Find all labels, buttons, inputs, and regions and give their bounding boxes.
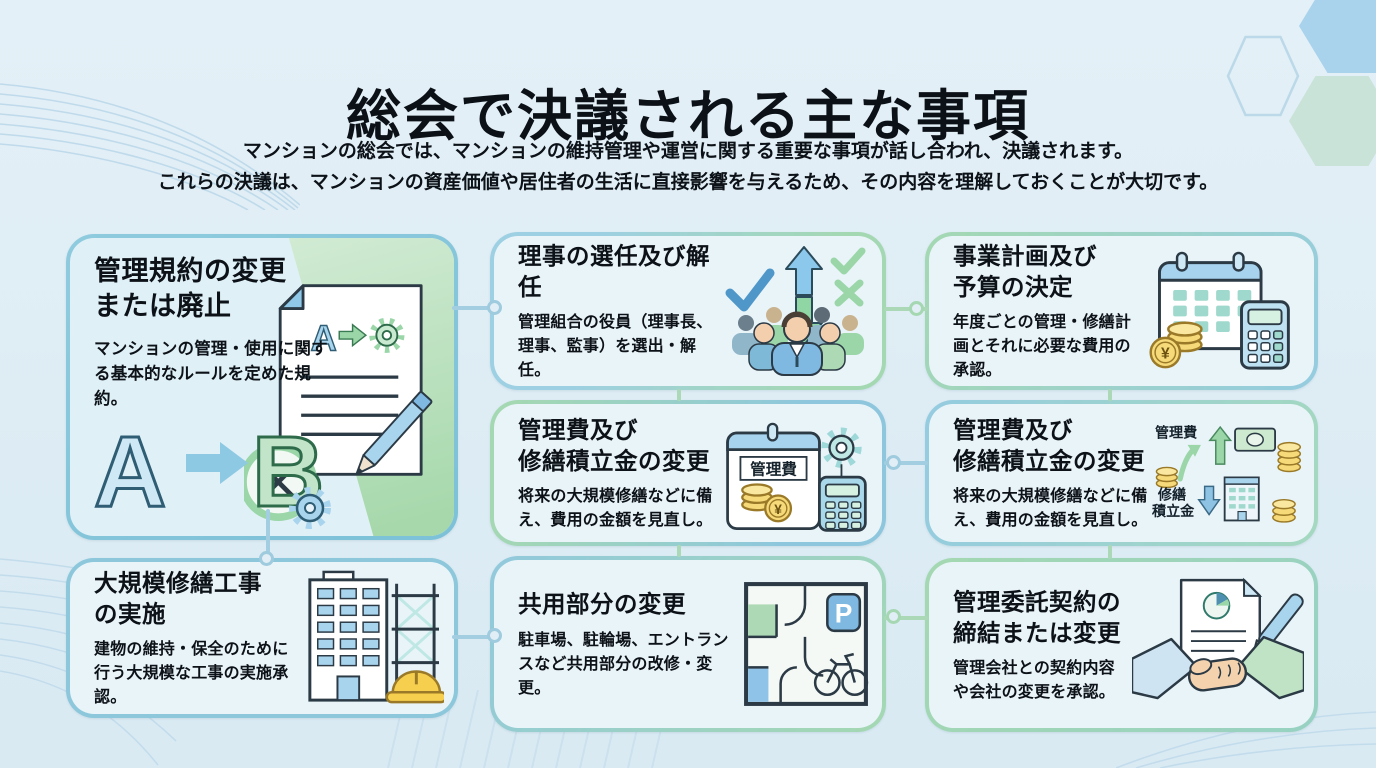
connector-card4-card5	[884, 461, 928, 465]
calendar-coins-calculator-icon: ¥	[1149, 251, 1290, 370]
card-title: 管理委託契約の 締結または変更	[953, 589, 1121, 646]
calculator-icon	[1240, 299, 1290, 370]
arrow-up-curve-icon	[1177, 446, 1197, 482]
connector-node	[487, 300, 502, 315]
connector-card1-card2	[452, 306, 494, 310]
connector-card3-card5	[1108, 389, 1112, 401]
card-body: 年度ごとの管理・修繕計画とそれに必要な費用の承認。	[953, 313, 1132, 379]
contract-document-icon	[1179, 577, 1263, 674]
card-title: 管理費及び 修繕積立金の変更	[953, 417, 1145, 474]
card-board-election: 理事の選任及び解任 管理組合の役員（理事長、理事、監事）を選出・解任。	[490, 232, 886, 390]
coins-icon: ¥	[1149, 321, 1203, 368]
floorplan-parking-bicycle-icon: P	[744, 582, 869, 706]
calendar-icon	[1158, 251, 1263, 350]
connector-card6-card7	[452, 635, 494, 639]
connector-node	[259, 551, 274, 566]
calculator-icon	[818, 475, 867, 532]
card-title: 管理規約の変更 または廃止	[94, 256, 287, 321]
arrow-up-icon	[1208, 425, 1233, 465]
parking-sign-icon: P	[826, 592, 862, 633]
building-icon	[308, 570, 389, 702]
document-icon: A	[278, 284, 423, 476]
fee-down-label-2: 積立金	[1152, 503, 1195, 519]
fee-sheet-label: 管理費	[750, 459, 797, 478]
connector-node	[909, 301, 924, 316]
connector-node	[886, 455, 901, 470]
card-title: 理事の選任及び解任	[518, 243, 710, 300]
arrow-up-head	[1187, 444, 1201, 457]
yen-symbol: ¥	[1161, 345, 1170, 362]
connector-card2-card4	[677, 389, 681, 401]
bicycle-icon	[813, 652, 869, 697]
gear-icon	[369, 317, 405, 353]
connector-card5-card8	[1108, 545, 1112, 559]
card-title: 事業計画及び 予算の決定	[953, 243, 1097, 300]
banknote-icon	[1234, 427, 1277, 452]
check-blue-icon	[725, 268, 775, 312]
card-title: 共用部分の変更	[518, 591, 686, 618]
cross-green-icon	[834, 279, 864, 307]
connector-card1-card6	[266, 509, 270, 559]
coins-icon	[1272, 498, 1296, 523]
card-body: 管理組合の役員（理事長、理事、監事）を選出・解任。	[518, 313, 713, 379]
card-major-repair-works: 大規模修繕工事 の実施 建物の維持・保全のために行う大規模な工事の実施承認。	[66, 558, 458, 718]
yen-symbol: ¥	[774, 502, 782, 517]
connector-node	[886, 609, 901, 624]
gear-icon	[289, 487, 331, 529]
letter-a: A	[94, 416, 166, 528]
rules-document-pencil-icon: A	[244, 284, 433, 521]
pencil-icon	[355, 391, 433, 476]
fee-up-label: 管理費	[1155, 424, 1197, 440]
card-management-contract: 管理委託契約の 締結または変更 管理会社との契約内容や会社の変更を承認。	[925, 558, 1318, 732]
card-body: 将来の大規模修繕などに備え、費用の金額を見直し。	[953, 487, 1148, 529]
card-body: 将来の大規模修繕などに備え、費用の金額を見直し。	[518, 487, 713, 529]
coins-icon: ¥	[741, 483, 793, 523]
card-business-plan-budget: 事業計画及び 予算の決定 年度ごとの管理・修繕計画とそれに必要な費用の承認。	[925, 232, 1318, 390]
handshake-icon	[1132, 635, 1304, 700]
arrow-down-icon	[1197, 485, 1221, 516]
people-group-icon	[732, 307, 864, 376]
card-title: 管理費及び 修繕積立金の変更	[518, 417, 710, 474]
fees-up-down-icon: 管理費 修繕	[1152, 424, 1302, 523]
residents-vote-icon	[725, 246, 866, 376]
coins-icon	[1277, 441, 1302, 473]
subtitle-line-2: これらの決議は、マンションの資産価値や居住者の生活に直接影響を与えるため、その内…	[157, 172, 1219, 194]
subtitle-line-1: マンションの総会では、マンションの維持管理や運営に関する重要な事項が話し合われ、…	[242, 141, 1134, 162]
page-subtitle: マンションの総会では、マンションの維持管理や運営に関する重要な事項が話し合われ、…	[0, 136, 1376, 199]
card-title: 大規模修繕工事 の実施	[94, 570, 262, 627]
card-management-rules-change: 管理規約の変更 または廃止 マンションの管理・使用に関する基本的なルールを定めた…	[66, 234, 458, 540]
fee-sheet-gear-calculator-icon: 管理費 ¥	[726, 422, 867, 532]
card-body: 建物の維持・保全のために行う大規模な工事の実施承認。	[94, 640, 289, 706]
card-body: 駐車場、駐輪場、エントランスなど共用部分の改修・変更。	[518, 631, 729, 697]
a-to-b-icon: A B	[93, 415, 331, 530]
cross-circle-icon	[244, 442, 318, 521]
building-icon	[1223, 476, 1260, 522]
card-body: 管理会社との契約内容や会社の変更を承認。	[953, 659, 1116, 701]
fee-down-label-1: 修繕	[1157, 487, 1186, 503]
handshake-contract-icon	[1132, 577, 1304, 700]
connector-node	[487, 628, 502, 643]
doc-letter-a: A	[311, 317, 337, 358]
page-title: 総会で決議される主な事項	[345, 84, 1030, 147]
card-fee-reserve-change-1: 管理費及び 修繕積立金の変更 将来の大規模修繕などに備え、費用の金額を見直し。 …	[490, 400, 886, 546]
coins-icon	[1155, 466, 1178, 489]
card-common-area-change: 共用部分の変更 駐車場、駐輪場、エントランスなど共用部分の改修・変更。 P	[490, 556, 886, 732]
card-body: マンションの管理・使用に関する基本的なルールを定めた規約。	[94, 340, 328, 408]
parking-letter: P	[835, 599, 853, 629]
connector-card2-card3	[884, 307, 928, 311]
gear-icon	[821, 427, 862, 478]
connector-card7-card8	[884, 616, 928, 620]
building-scaffold-helmet-icon	[308, 570, 444, 704]
arrow-right-icon	[186, 442, 248, 484]
card-fee-reserve-change-2: 管理費及び 修繕積立金の変更 将来の大規模修繕などに備え、費用の金額を見直し。 …	[925, 400, 1318, 546]
check-green-icon	[830, 247, 866, 275]
connector-card4-card7	[677, 545, 681, 557]
hexagon-blue	[1299, 0, 1376, 73]
